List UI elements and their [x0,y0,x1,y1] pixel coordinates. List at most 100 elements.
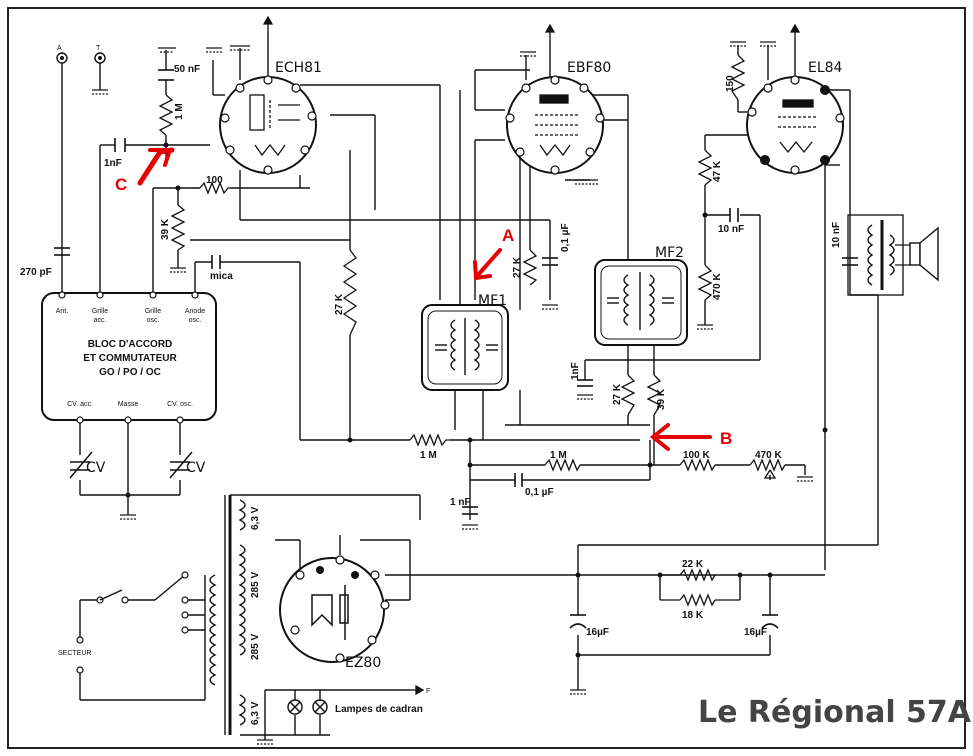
ground-icon [797,476,813,482]
block-title-line2: ET COMMUTATEUR [83,353,177,364]
pin-grille-acc-sub: acc. [94,317,107,324]
label-01uf-bottom: 0,1 µF [525,487,554,498]
marker-a-arrow [476,248,502,277]
marker-b-head [649,423,670,451]
capacitor-01uf [542,257,558,266]
resistor-1m-top [158,94,174,136]
label-cv2: CV [186,460,206,476]
label-16uf-right: 16µF [744,627,767,638]
schematic-title: Le Régional 57A [698,695,972,730]
terminal-a-label: A [57,45,62,52]
label-63v-top: 6,3 V [250,506,261,530]
capacitor-16uf-left [569,614,587,629]
earth-terminal [94,52,106,64]
label-secteur: SECTEUR [58,650,91,657]
block-title-line3: GO / PO / OC [99,367,161,378]
tube-ez80-label: EZ80 [345,655,381,671]
label-10nf-right: 10 nF [831,222,842,248]
resistors [158,54,786,607]
marker-c-label: C [115,175,127,194]
resistor-39k-left [170,204,186,251]
capacitor-16uf-right [761,614,779,629]
ground-icon [697,324,713,330]
label-lampes: Lampes de cadran [335,704,423,715]
capacitor-50nf [158,69,174,81]
pin-grille-osc-sub: osc. [147,317,160,324]
label-47k: 47 K [712,160,723,182]
label-27k-mf2: 27 K [612,383,623,405]
resistor-47k [697,149,713,186]
tube-ez80 [279,555,390,663]
resistor-18k [679,593,716,607]
terminal-t-label: T [96,45,101,52]
block-title-line1: BLOC D'ACCORD [88,339,173,350]
dial-lamp-icon [312,699,328,715]
capacitor-mica [211,255,221,269]
ground-icon [730,41,746,47]
antenna-terminal [56,52,68,64]
label-1nf-mf2: 1nF [570,362,581,380]
resistor-27k-mid [342,249,358,336]
label-39k-left: 39 K [160,218,171,240]
label-39k-mf2: 39 K [656,388,667,410]
label-mica: mica [210,271,233,282]
ground-icon [92,89,108,95]
label-cv1: CV [86,460,106,476]
label-285v-2: 285 V [250,634,261,660]
pin-grille-osc-label: Grille [145,308,161,315]
label-1m-bottom: 1 M [420,450,437,461]
pin-cvacc-label: CV. acc. [67,401,93,408]
ground-icon [760,41,776,47]
pin-ant-label: Ant. [56,308,69,315]
ground-icon [575,179,598,185]
mf2-transformer [594,259,688,346]
pin-anode-label: Anode [185,308,205,315]
label-63v-bottom: 6,3 V [250,701,261,725]
wiring [61,30,879,740]
resistor-27k-mf2 [620,374,636,416]
resistor-100k [679,458,716,472]
marker-arrows [137,147,712,451]
ground-icon [520,51,536,57]
label-27k-ebf: 27 K [512,256,523,278]
speaker-icon [895,226,939,282]
ground-icon [206,47,222,53]
label-f: F [426,688,430,695]
ground-icon [577,394,593,400]
capacitor-1nf-mf2 [577,379,593,387]
ground-icon [230,45,250,51]
pin-masse-label: Masse [118,401,139,408]
pin-cvosc-label: CV. osc. [167,401,193,408]
resistor-470k-v [697,264,713,301]
ground-icon [120,514,136,520]
label-50nf: 50 nF [174,64,200,75]
power-transformer [209,494,246,735]
variable-capacitor-icon [169,451,193,479]
resistor-1m-bottom [409,433,450,447]
label-100k: 100 K [683,450,710,461]
ground-icon [257,739,273,745]
label-285v-1: 285 V [250,572,261,598]
label-270pf: 270 pF [20,267,52,278]
label-470k-v: 470 K [712,273,723,300]
label-mf2: MF2 [655,245,684,261]
ground-icon [462,524,478,530]
resistor-1m-mid [544,458,581,472]
resistor-22k [679,568,716,582]
resistor-27k-ebf [522,249,538,286]
resistor-470k-h [749,458,786,472]
capacitor-10nf-mid [729,208,739,222]
tube-ech81-label: ECH81 [275,60,322,76]
resistor-100 [199,181,230,195]
label-01uf: 0,1 µF [560,223,571,252]
output-transformer [847,214,904,296]
tube-ech81 [219,75,317,175]
junction-dots [125,142,828,658]
marker-b-label: B [720,429,732,448]
capacitor-1nf-left [114,138,126,152]
marker-a-head [473,260,492,281]
capacitor-10nf-right [842,257,858,266]
resistor-150 [730,54,746,101]
label-22k: 22 K [682,559,704,570]
